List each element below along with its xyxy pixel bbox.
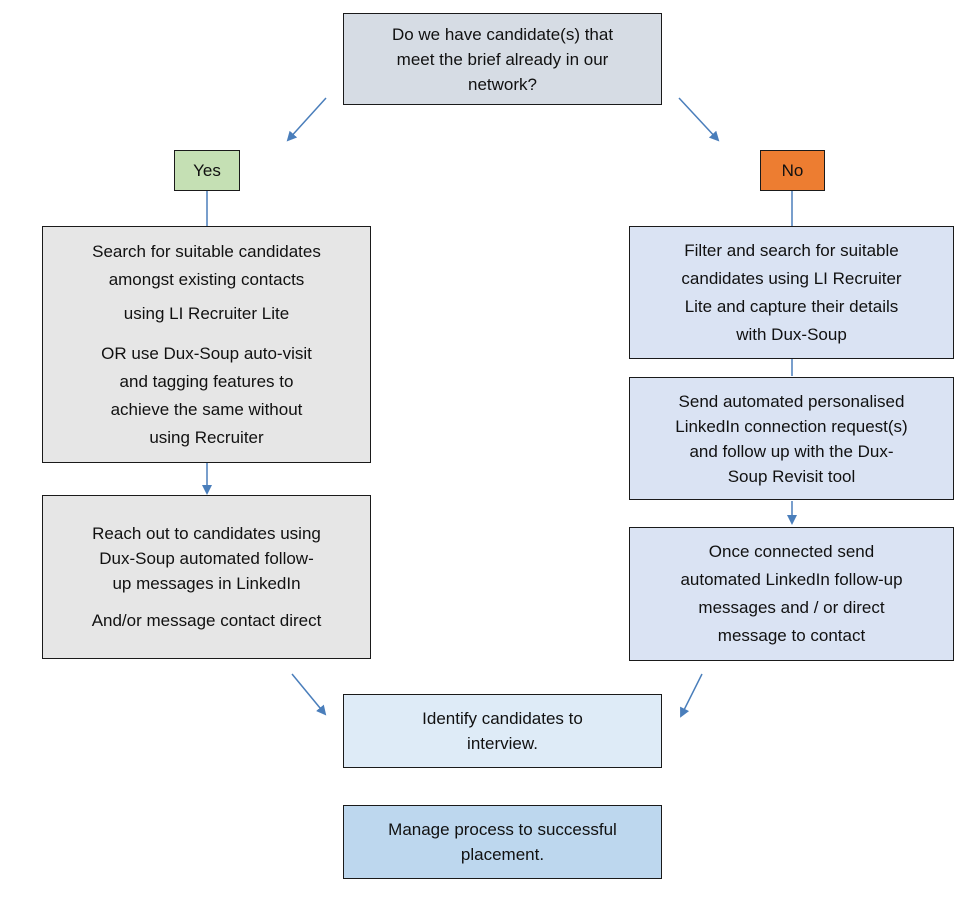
right-connected-box: Once connected send automated LinkedIn f…	[629, 527, 954, 661]
question-line: Do we have candidate(s) that	[391, 24, 614, 44]
right-connected-line: Once connected send	[708, 542, 875, 561]
right-connected-line: message to contact	[717, 626, 866, 645]
right-connected-line: automated LinkedIn follow-up	[680, 570, 903, 589]
right-filter-line: candidates using LI Recruiter	[681, 268, 902, 288]
left-search-line: using Recruiter	[149, 427, 264, 447]
left-reach-line: Dux-Soup automated follow-	[99, 549, 314, 568]
right-filter-line: Lite and capture their details	[684, 296, 899, 316]
right-send-line: LinkedIn connection request(s)	[675, 416, 908, 436]
right-filter-line: Filter and search for suitable	[684, 240, 899, 260]
left-search-line: using LI Recruiter Lite	[123, 303, 290, 323]
left-reach-line: up messages in LinkedIn	[112, 574, 301, 593]
left-reach-line: And/or message contact direct	[91, 611, 322, 630]
left-search-line: Search for suitable candidates	[92, 241, 321, 261]
manage-line: Manage process to successful	[388, 820, 617, 839]
right-send-box: Send automated personalised LinkedIn con…	[629, 377, 954, 500]
arrow-right-to-identify	[680, 673, 703, 718]
left-search-line: amongst existing contacts	[108, 269, 305, 289]
arrow-left-to-identify	[291, 673, 327, 716]
right-connected-line: messages and / or direct	[698, 598, 885, 617]
left-search-line: OR use Dux-Soup auto-visit	[101, 343, 312, 363]
arrow-question-to-no	[678, 97, 720, 142]
right-send-line: Send automated personalised	[678, 391, 905, 411]
arrow-question-to-yes	[286, 97, 327, 142]
identify-line: interview.	[467, 734, 538, 753]
manage-box: Manage process to successful placement.	[343, 805, 662, 879]
right-filter-line: with Dux-Soup	[736, 324, 847, 344]
manage-line: placement.	[460, 845, 545, 864]
left-search-line: achieve the same without	[110, 399, 303, 419]
question-line: meet the brief already in our	[396, 49, 609, 69]
question-line: network?	[468, 74, 537, 94]
left-reach-box: Reach out to candidates using Dux-Soup a…	[42, 495, 371, 659]
left-search-line: and tagging features to	[119, 371, 294, 391]
identify-line: Identify candidates to	[422, 709, 583, 728]
right-send-line: Soup Revisit tool	[727, 466, 856, 486]
right-send-line: and follow up with the Dux-	[689, 441, 894, 461]
yes-label: Yes	[193, 161, 221, 180]
no-label: No	[781, 161, 804, 180]
no-box: No	[760, 150, 825, 191]
left-reach-line: Reach out to candidates using	[92, 524, 321, 543]
yes-box: Yes	[174, 150, 240, 191]
question-box: Do we have candidate(s) that meet the br…	[343, 13, 662, 105]
right-filter-box: Filter and search for suitable candidate…	[629, 226, 954, 359]
identify-box: Identify candidates to interview.	[343, 694, 662, 768]
left-search-box: Search for suitable candidates amongst e…	[42, 226, 371, 463]
